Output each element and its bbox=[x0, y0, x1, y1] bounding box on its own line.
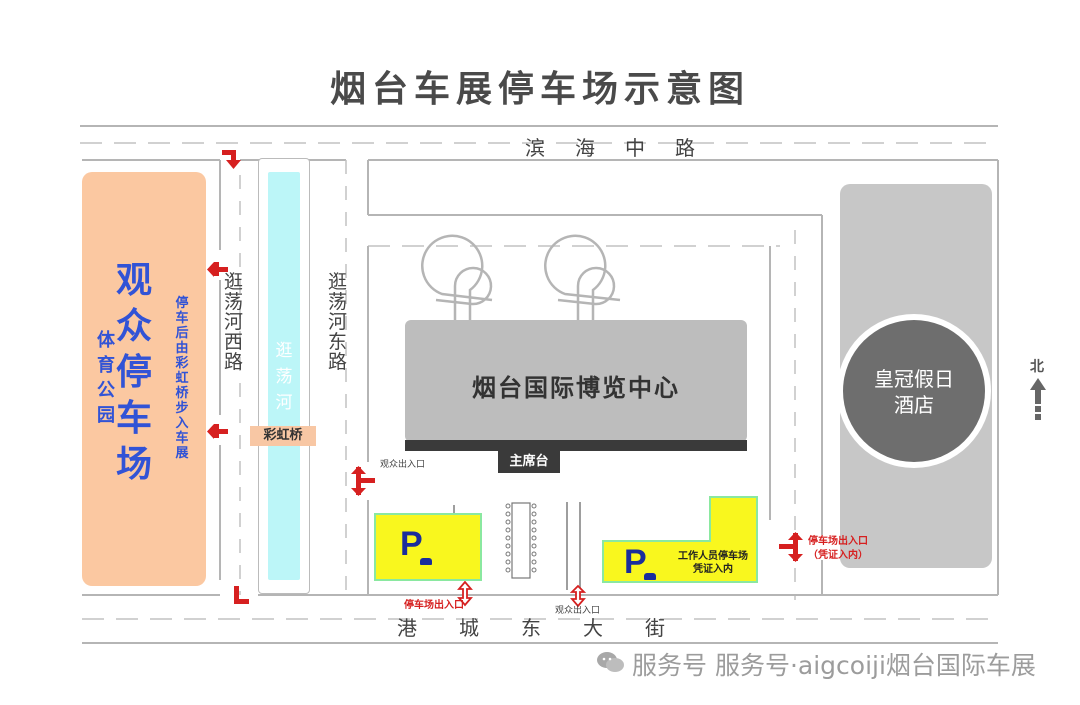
staff-parking-icon: P bbox=[624, 543, 647, 581]
road-label-north: 滨海中路 bbox=[525, 136, 725, 160]
parking-entrance-east-line2: （凭证入内） bbox=[808, 550, 868, 561]
road-label-west-river: 逛荡河西路 bbox=[224, 271, 244, 373]
parking-lot-south-west: P bbox=[374, 513, 482, 581]
staff-parking-label: 工作人员停车场 凭证入内 bbox=[668, 550, 758, 576]
sports-park-label: 体育公园 bbox=[97, 330, 115, 426]
parking-entrance-east-line1: 停车场出入口 bbox=[808, 536, 868, 547]
river-label: 逛荡河 bbox=[275, 341, 293, 413]
watermark: 服务号 服务号·aigcoiji烟台国际车展 bbox=[632, 651, 1036, 680]
parking-entrance-east-label: 停车场出入口 （凭证入内） bbox=[808, 535, 868, 563]
north-label: 北 bbox=[1030, 359, 1044, 375]
audience-parking-note: 停车后由彩虹桥步入车展 bbox=[175, 296, 189, 461]
audience-exit-label: 观众出入口 bbox=[380, 460, 426, 470]
expo-center-front bbox=[405, 440, 747, 451]
road-label-south: 港城东大街 bbox=[397, 616, 707, 640]
hotel-label: 皇冠假日 酒店 bbox=[843, 366, 985, 418]
main-stage: 主席台 bbox=[498, 451, 560, 473]
audience-exit-south-label: 观众出入口 bbox=[555, 606, 601, 616]
rainbow-bridge: 彩虹桥 bbox=[250, 426, 316, 446]
audience-parking-label: 观众停车场 bbox=[115, 260, 152, 485]
map-title: 烟台车展停车场示意图 bbox=[329, 69, 750, 110]
car-icon bbox=[420, 558, 432, 565]
staff-car-icon bbox=[644, 573, 656, 580]
expo-center-label: 烟台国际博览中心 bbox=[472, 374, 680, 402]
audience-parking-lot bbox=[82, 172, 206, 586]
hotel-label-line2: 酒店 bbox=[894, 393, 934, 417]
road-label-east-river: 逛荡河东路 bbox=[328, 271, 348, 373]
parking-icon: P bbox=[400, 525, 423, 563]
staff-parking-line2: 凭证入内 bbox=[693, 564, 733, 575]
river bbox=[268, 172, 300, 580]
staff-parking-lot bbox=[602, 496, 758, 583]
hotel-label-line1: 皇冠假日 bbox=[874, 367, 954, 391]
staff-parking-line1: 工作人员停车场 bbox=[678, 551, 748, 562]
hotel-building bbox=[843, 320, 985, 462]
expo-center-building bbox=[405, 320, 747, 442]
parking-entrance-south-label: 停车场出入口 bbox=[404, 600, 464, 611]
wechat-icon bbox=[597, 652, 624, 672]
